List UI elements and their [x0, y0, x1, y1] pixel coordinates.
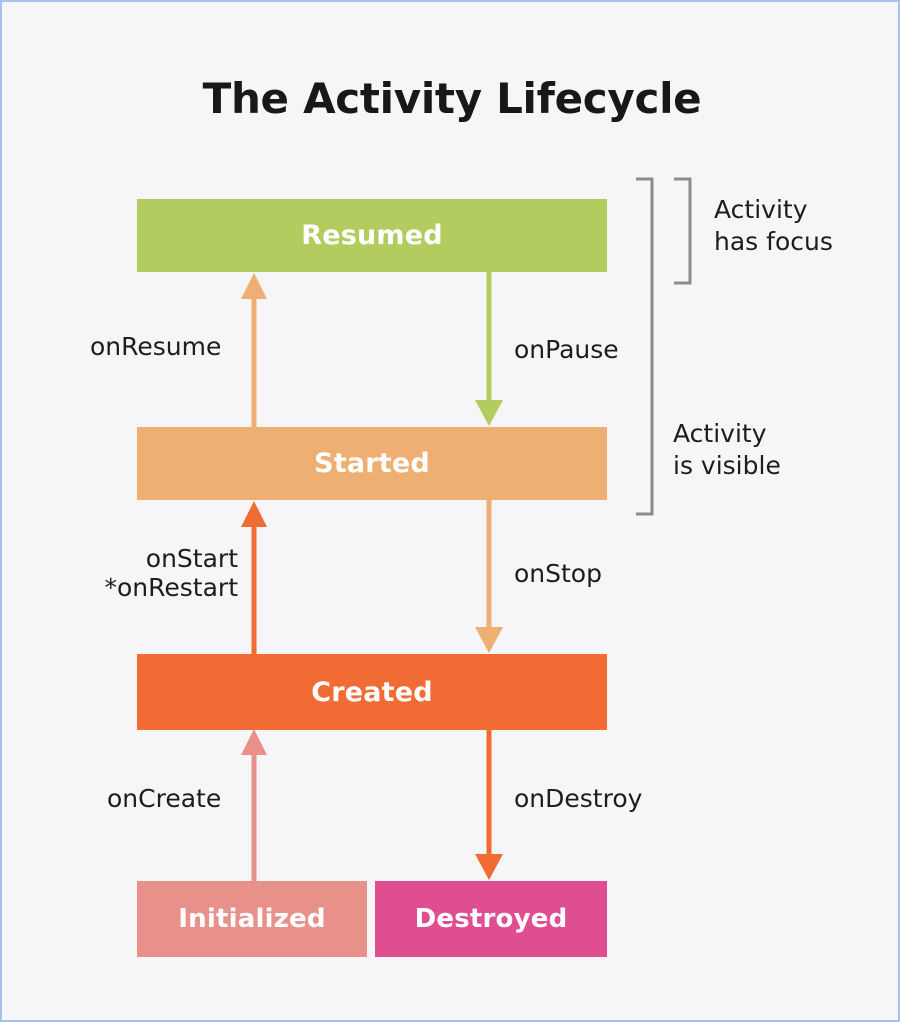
edge-label-onpause: onPause: [514, 335, 619, 364]
arrow-ondestroy: [475, 730, 503, 880]
bracket-has-focus: [674, 177, 692, 285]
arrow-onstop: [475, 500, 503, 653]
bracket-is-visible: [636, 177, 654, 516]
annotation-is-visible: Activity is visible: [673, 419, 781, 480]
state-box-started[interactable]: Started: [137, 427, 607, 500]
arrow-onresume: [241, 273, 267, 427]
edge-label-onstart: onStart *onRestart: [104, 544, 239, 602]
edge-label-ondestroy: onDestroy: [514, 784, 643, 813]
state-box-created[interactable]: Created: [137, 654, 607, 730]
state-box-resumed[interactable]: Resumed: [137, 199, 607, 272]
edge-label-onresume: onResume: [90, 332, 222, 361]
edge-label-onstop: onStop: [514, 559, 602, 588]
annotation-has-focus: Activity has focus: [714, 195, 833, 256]
arrow-onpause: [475, 272, 503, 426]
edge-label-oncreate: onCreate: [107, 784, 222, 813]
arrow-oncreate: [241, 729, 267, 881]
state-box-initialized[interactable]: Initialized: [137, 881, 367, 957]
page-title: The Activity Lifecycle: [202, 74, 702, 123]
state-box-destroyed[interactable]: Destroyed: [375, 881, 607, 957]
arrow-onstart: [241, 501, 267, 654]
